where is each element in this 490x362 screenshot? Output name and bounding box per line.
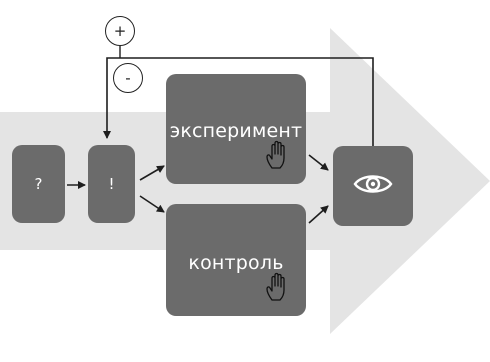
statement-symbol: ! bbox=[108, 175, 115, 193]
question-box: ? bbox=[12, 145, 65, 223]
control-box: контроль bbox=[166, 204, 306, 316]
question-symbol: ? bbox=[34, 175, 43, 193]
experiment-label: эксперимент bbox=[169, 120, 303, 142]
arrow-statement-to-control bbox=[139, 195, 165, 213]
arrow-experiment-to-observation bbox=[308, 154, 329, 171]
experiment-box: эксперимент bbox=[166, 74, 306, 184]
feedback-loop-line bbox=[103, 57, 374, 146]
observation-box bbox=[333, 146, 413, 226]
negative-feedback-marker: - bbox=[113, 63, 143, 93]
arrow-statement-to-experiment bbox=[139, 165, 165, 181]
eye-icon bbox=[353, 172, 393, 200]
control-label: контроль bbox=[188, 252, 284, 274]
statement-box: ! bbox=[88, 145, 135, 223]
hand-icon bbox=[264, 140, 290, 174]
hand-icon bbox=[264, 272, 290, 306]
positive-feedback-marker: + bbox=[105, 16, 135, 46]
arrow-control-to-observation bbox=[308, 205, 329, 224]
